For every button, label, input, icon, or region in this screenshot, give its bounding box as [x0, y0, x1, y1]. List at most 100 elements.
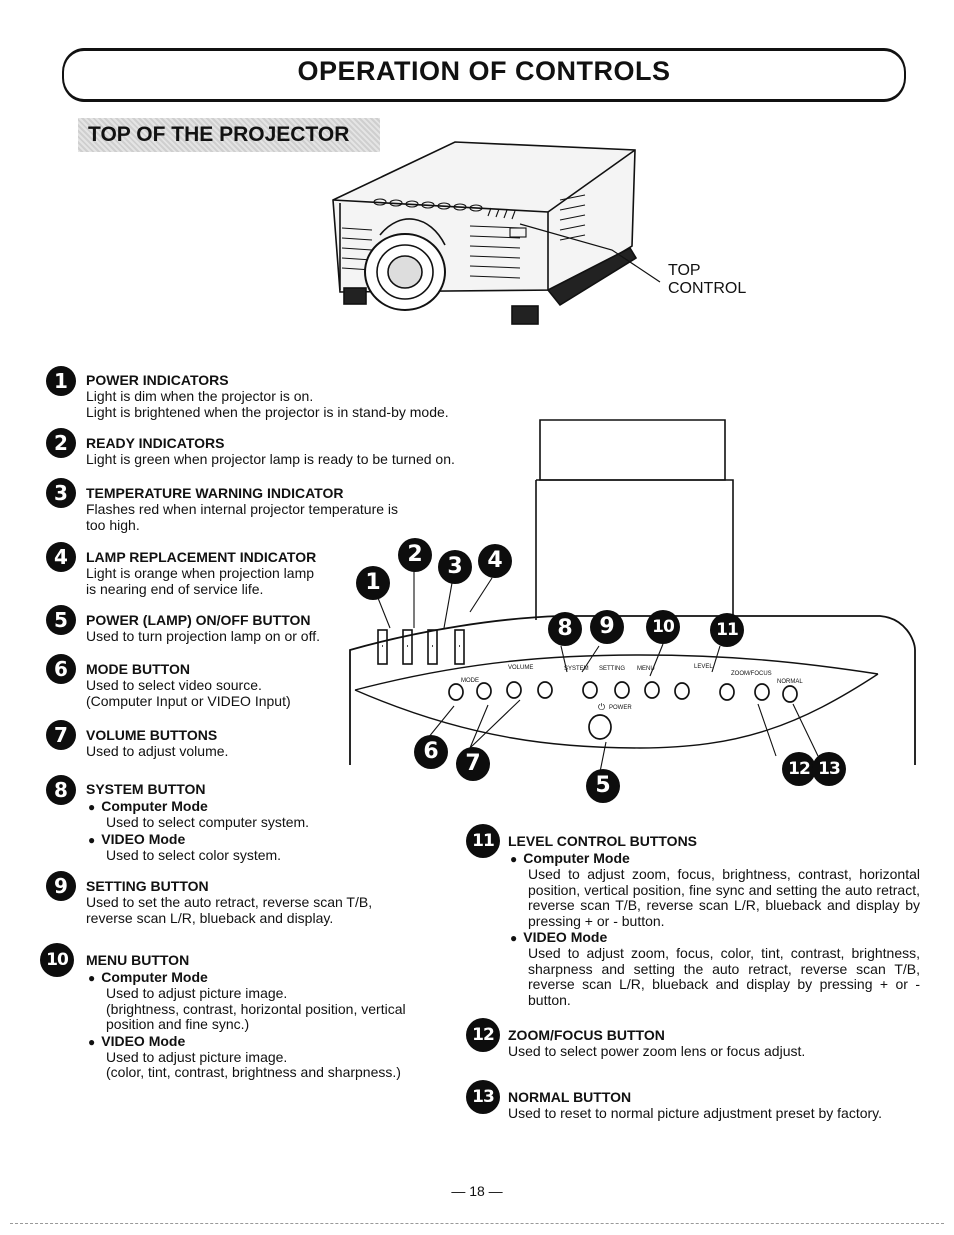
diagram-badge-8: 8 — [548, 612, 582, 646]
item-title: READY INDICATORS — [86, 435, 225, 451]
diagram-badge-3: 3 — [438, 550, 472, 584]
item-title: POWER (LAMP) ON/OFF BUTTON — [86, 612, 311, 628]
item-title: SYSTEM BUTTON — [86, 781, 206, 797]
diagram-badge-6: 6 — [414, 735, 448, 769]
item-badge-1: 1 — [46, 366, 76, 396]
sub-desc: (color, tint, contrast, brightness and s… — [106, 1064, 401, 1080]
item-setting-button: SETTING BUTTON Used to set the auto retr… — [86, 878, 446, 926]
item-title: SETTING BUTTON — [86, 878, 209, 894]
sub-desc: Used to select computer system. — [106, 814, 310, 830]
item-desc: Used to select video source. — [86, 677, 262, 693]
item-desc: Used to turn projection lamp on or off. — [86, 628, 320, 644]
sub-heading: Computer Mode — [88, 969, 466, 986]
item-desc: Flashes red when internal projector temp… — [86, 501, 399, 517]
sub-heading: VIDEO Mode — [510, 929, 920, 946]
sub-desc: Used to adjust zoom, focus, brightness, … — [528, 866, 920, 929]
item-title: TEMPERATURE WARNING INDICATOR — [86, 485, 344, 501]
item-badge-12: 12 — [466, 1018, 500, 1052]
diagram-badge-9: 9 — [590, 610, 624, 644]
item-desc: Used to adjust volume. — [86, 743, 229, 759]
item-title: LEVEL CONTROL BUTTONS — [508, 833, 698, 849]
panel-label-system: SYSTEM — [564, 666, 589, 672]
item-desc: (Computer Input or VIDEO Input) — [86, 692, 291, 709]
item-badge-2: 2 — [46, 428, 76, 458]
item-desc: Light is dim when the projector is on. — [86, 388, 314, 404]
sub-desc: Used to select color system. — [106, 846, 282, 863]
top-control-label: TOP CONTROL — [668, 262, 746, 298]
item-title: POWER INDICATORS — [86, 372, 229, 388]
panel-label-menu: MENU — [637, 666, 655, 672]
diagram-badge-5: 5 — [586, 769, 620, 803]
panel-label-setting: SETTING — [599, 666, 626, 672]
panel-label-level: LEVEL — [694, 664, 713, 670]
item-system-button: SYSTEM BUTTON Computer Mode Used to sele… — [86, 781, 386, 863]
item-desc: Light is orange when projection lamp — [86, 565, 315, 581]
sub-desc: Used to adjust zoom, focus, color, tint,… — [528, 945, 920, 1008]
item-title: MODE BUTTON — [86, 661, 190, 677]
item-level-control-buttons: LEVEL CONTROL BUTTONS Computer Mode Used… — [508, 833, 920, 1008]
sub-desc: Used to adjust picture image. — [106, 1048, 288, 1065]
item-volume-buttons: VOLUME BUTTONS Used to adjust volume. — [86, 727, 346, 760]
item-title: VOLUME BUTTONS — [86, 727, 218, 743]
sub-desc: (brightness, contrast, horizontal positi… — [106, 1000, 406, 1017]
item-desc: is nearing end of service life. — [86, 580, 264, 597]
footer-divider — [10, 1223, 944, 1224]
diagram-badge-1: 1 — [356, 566, 390, 600]
item-title: NORMAL BUTTON — [508, 1089, 632, 1105]
projector-illustration — [332, 141, 661, 325]
top-control-label-line2: CONTROL — [668, 280, 747, 297]
item-desc: Light is brightened when the projector i… — [86, 403, 449, 420]
sub-heading: Computer Mode — [88, 798, 386, 815]
diagram-badge-2: 2 — [398, 538, 432, 572]
page-number: 18 — [0, 1183, 954, 1199]
power-symbol-icon: ⏻ — [598, 702, 606, 712]
item-power-indicators: POWER INDICATORS Light is dim when the p… — [86, 372, 526, 420]
item-title: ZOOM/FOCUS BUTTON — [508, 1027, 665, 1043]
item-power-lamp-button: POWER (LAMP) ON/OFF BUTTON Used to turn … — [86, 612, 356, 645]
sub-heading: VIDEO Mode — [88, 1033, 466, 1050]
item-title: LAMP REPLACEMENT INDICATOR — [86, 549, 317, 565]
diagram-badge-4: 4 — [478, 544, 512, 578]
section-title: TOP OF THE PROJECTOR — [88, 123, 350, 146]
item-menu-button: MENU BUTTON Computer Mode Used to adjust… — [86, 952, 466, 1081]
item-title: MENU BUTTON — [86, 952, 190, 968]
sub-heading: Computer Mode — [510, 850, 920, 867]
item-normal-button: NORMAL BUTTON Used to reset to normal pi… — [508, 1089, 920, 1122]
panel-label-power: POWER — [609, 705, 632, 711]
diagram-badge-10: 10 — [646, 610, 680, 644]
item-badge-8: 8 — [46, 775, 76, 805]
panel-label-normal: NORMAL — [777, 679, 803, 685]
diagram-badge-12: 12 — [782, 752, 816, 786]
item-lamp-replacement: LAMP REPLACEMENT INDICATOR Light is oran… — [86, 549, 356, 597]
control-panel-illustration — [349, 419, 916, 773]
item-desc: too high. — [86, 516, 140, 533]
item-badge-13: 13 — [466, 1080, 500, 1114]
item-badge-11: 11 — [466, 824, 500, 858]
diagram-badge-13: 13 — [812, 752, 846, 786]
page-title: OPERATION OF CONTROLS — [297, 56, 671, 86]
item-badge-7: 7 — [46, 720, 76, 750]
item-temperature-warning: TEMPERATURE WARNING INDICATOR Flashes re… — [86, 485, 526, 533]
panel-label-zoom-focus: ZOOM/FOCUS — [731, 671, 772, 677]
diagram-badge-7: 7 — [456, 747, 490, 781]
sub-desc: position and fine sync.) — [106, 1016, 250, 1032]
item-desc: Light is green when projector lamp is re… — [86, 451, 455, 467]
item-badge-9: 9 — [46, 871, 76, 901]
item-mode-button: MODE BUTTON Used to select video source.… — [86, 661, 346, 709]
panel-label-volume: VOLUME — [508, 665, 534, 671]
item-desc: Used to set the auto retract, reverse sc… — [86, 894, 373, 910]
diagram-badge-11: 11 — [710, 613, 744, 647]
sub-heading: VIDEO Mode — [88, 831, 386, 848]
item-desc: reverse scan L/R, blueback and display. — [86, 909, 334, 926]
item-badge-4: 4 — [46, 542, 76, 572]
item-badge-5: 5 — [46, 605, 76, 635]
section-header: TOP OF THE PROJECTOR — [78, 118, 380, 152]
sub-desc: Used to adjust picture image. — [106, 985, 288, 1001]
item-desc: Used to reset to normal picture adjustme… — [508, 1105, 883, 1121]
item-zoom-focus-button: ZOOM/FOCUS BUTTON Used to select power z… — [508, 1027, 920, 1060]
item-ready-indicators: READY INDICATORS Light is green when pro… — [86, 435, 526, 468]
page-header-frame: OPERATION OF CONTROLS — [62, 48, 906, 102]
item-badge-10: 10 — [40, 943, 74, 977]
item-badge-6: 6 — [46, 654, 76, 684]
